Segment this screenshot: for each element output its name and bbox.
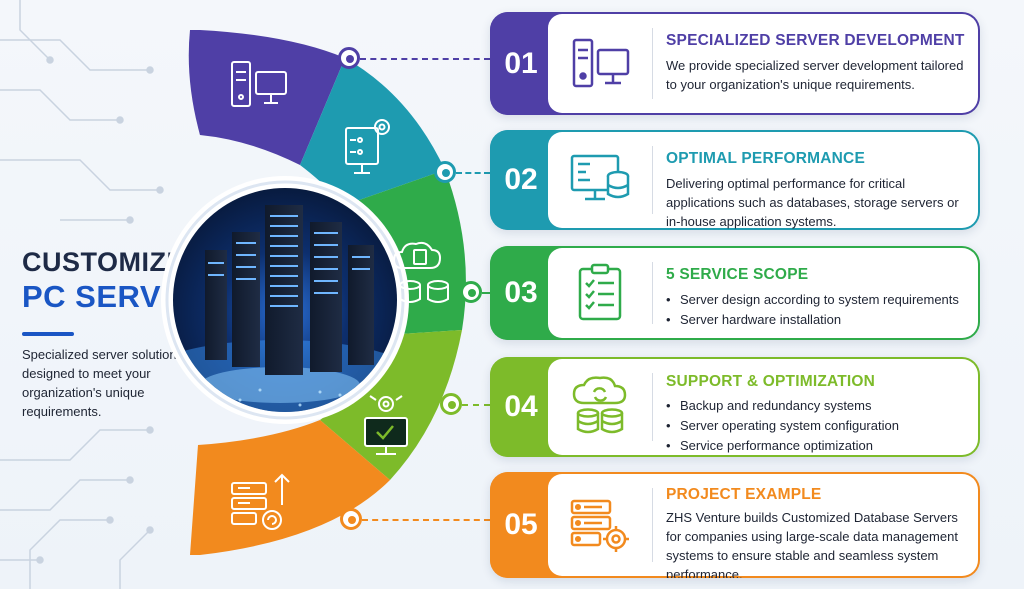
step-title-5: PROJECT EXAMPLE: [666, 486, 822, 503]
hero-description: Specialized server solutions designed to…: [22, 347, 184, 419]
list-item: Server operating system configuration: [666, 416, 964, 436]
cloud-sync-database-icon: [572, 376, 627, 434]
step-number-1: 01: [490, 12, 552, 115]
desktop-tower-icon: [572, 38, 630, 87]
step-title-1: SPECIALIZED SERVER DEVELOPMENT: [666, 32, 965, 49]
step-number-5: 05: [490, 472, 552, 578]
connector-dot-2: [434, 161, 456, 183]
fan-segment-4: [320, 330, 462, 480]
connector-2: [456, 172, 490, 174]
list-item: Service performance optimization: [666, 436, 964, 456]
server-gear-icon: [570, 499, 629, 552]
server-upload-icon-seg: [231, 473, 290, 530]
clipboard-checklist-icon: [578, 263, 622, 321]
fan-segment-5: [190, 420, 390, 555]
fan-segment-2: [300, 58, 445, 205]
step-title-3: 5 SERVICE SCOPE: [666, 266, 809, 283]
step-number-3: 03: [490, 246, 552, 340]
step-number-2: 02: [490, 130, 552, 230]
step-bullets-3: Server design according to system requir…: [666, 290, 964, 330]
step-card-2: 02 OPTIMAL PERFORMANCE Delivering optima…: [490, 130, 980, 230]
step-card-4: 04 SUPPORT & OPTIMIZATION Backup and red…: [490, 357, 980, 457]
connector-4: [462, 404, 490, 406]
step-bullets-4: Backup and redundancy systems Server ope…: [666, 396, 964, 456]
step-card-3: 03 5 SERVICE SCOPE Server design accordi…: [490, 246, 980, 340]
connector-5: [362, 519, 490, 521]
list-item: Backup and redundancy systems: [666, 396, 964, 416]
step-card-5: 05 PROJECT EXAMPLE ZHS Venture builds Cu…: [490, 472, 980, 578]
connector-dot-1: [338, 47, 360, 69]
connector-dot-4: [440, 393, 462, 415]
connector-1: [360, 58, 490, 60]
desktop-tower-icon-seg: [231, 61, 287, 107]
hero-underline: [22, 332, 74, 336]
connector-dot-3: [460, 281, 482, 303]
step-description-2: Delivering optimal performance for criti…: [666, 176, 959, 229]
connector-dot-5: [340, 508, 362, 530]
step-number-4: 04: [490, 357, 552, 457]
step-description-1: We provide specialized server developmen…: [666, 58, 964, 92]
step-title-4: SUPPORT & OPTIMIZATION: [666, 373, 876, 390]
monitor-gear-icon-seg: [345, 119, 390, 174]
connector-3: [482, 292, 490, 294]
monitor-settings-icon-seg: [364, 395, 408, 455]
step-card-1: 01 SPECIALIZED SERVER DEVELOPMENT We pro…: [490, 12, 980, 115]
list-item: Server hardware installation: [666, 310, 964, 330]
step-description-5: ZHS Venture builds Customized Database S…: [666, 510, 958, 578]
step-title-2: OPTIMAL PERFORMANCE: [666, 150, 865, 167]
list-item: Server design according to system requir…: [666, 290, 964, 310]
fan-segment-1: [190, 30, 345, 165]
cloud-database-icon-seg: [392, 241, 449, 303]
fan-segment-3: [345, 170, 466, 335]
monitor-database-icon: [570, 154, 630, 201]
